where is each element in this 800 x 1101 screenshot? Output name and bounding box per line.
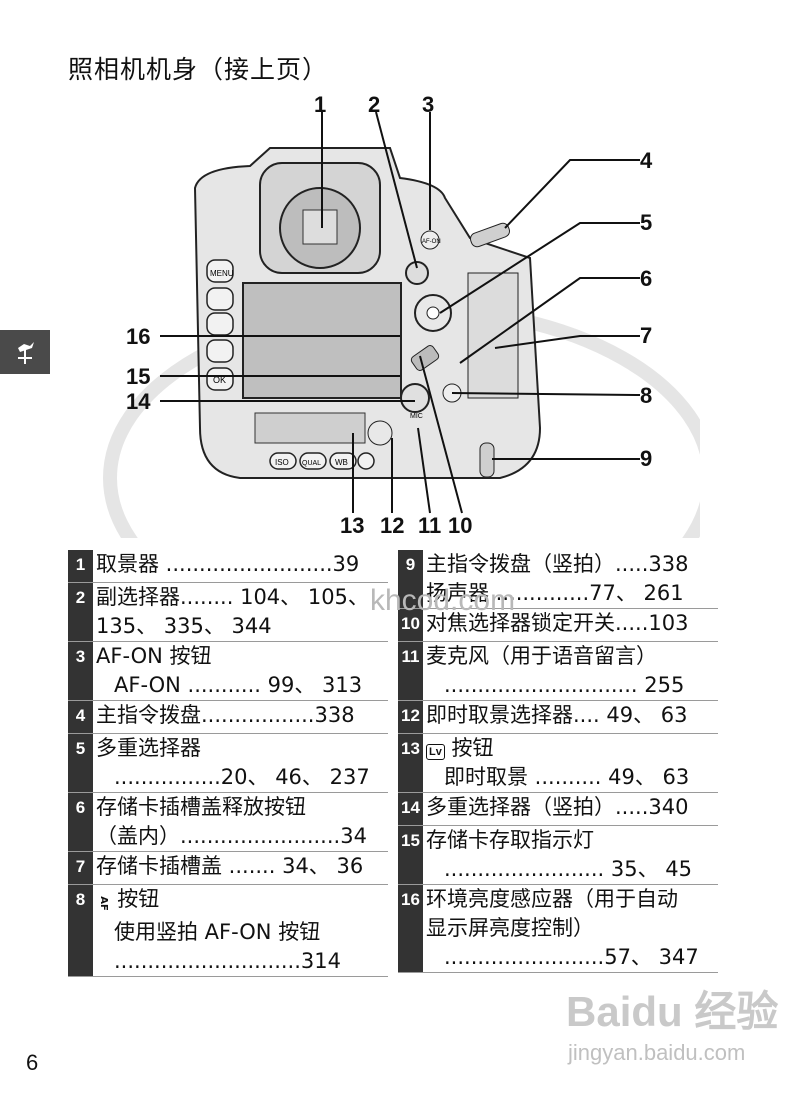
callout-10: 10 [448,513,473,538]
callout-4: 4 [640,148,653,173]
parts-list-right: 9 主指令拨盘（竖拍）.....338 扬声器 ..............77… [398,550,718,973]
entry-number: 13 [398,734,423,792]
camera-back-figure: MENU OK ISO QUAL WB AF-ON MIC [100,88,700,538]
callout-11: 11 [418,513,442,538]
entry-text: 使用竖拍 AF-ON 按钮 [114,920,321,944]
entry-number: 16 [398,885,423,972]
entry-number: 14 [398,793,423,825]
entry-text: AF 按钮 [96,885,388,918]
entry-number: 3 [68,642,93,700]
part-entry-6: 6 存储卡插槽盖释放按钮 （盖内）.......................… [68,793,388,852]
entry-number: 4 [68,701,93,733]
vertical-af-on-icon: AF [97,896,109,911]
weathervane-icon [18,342,34,364]
entry-number: 12 [398,701,423,733]
part-entry-8: 8 AF 按钮 使用竖拍 AF-ON 按钮 ..................… [68,885,388,977]
callout-5: 5 [640,210,653,235]
callout-15: 15 [126,364,151,389]
entry-number: 10 [398,609,423,641]
qual-button-label: QUAL [302,460,321,467]
callout-14: 14 [126,389,151,414]
entry-number: 8 [68,885,93,976]
part-entry-14: 14 多重选择器（竖拍）.....340 [398,793,718,826]
part-entry-9: 9 主指令拨盘（竖拍）.....338 扬声器 ..............77… [398,550,718,609]
parts-list-left: 1 取景器 .........................39 2 副选择器… [68,550,388,977]
callout-8: 8 [640,383,653,408]
entry-text: Lv 按钮 [426,734,718,763]
entry-text: ........................ 35、 45 [444,857,693,881]
entry-text: 环境亮度感应器（用于自动 [426,887,678,911]
entry-number: 2 [68,583,93,641]
part-entry-7: 7 存储卡插槽盖 ....... 34、 36 [68,852,388,885]
site-watermark: khcod.com [370,584,516,617]
entry-number: 11 [398,642,423,700]
entry-text: AF-ON 按钮 [96,644,212,668]
entry-text: 存储卡存取指示灯 [426,828,594,852]
entry-label: 按钮 [451,736,494,760]
mic-label: MIC [410,413,423,420]
entry-text: 取景器 .........................39 [96,552,360,576]
callout-16: 16 [126,324,151,349]
entry-text: 扬声器 ..............77、 261 [426,581,684,605]
entry-text: 存储卡插槽盖释放按钮 [96,795,306,819]
callout-6: 6 [640,266,653,291]
callout-7: 7 [640,323,653,348]
page-title: 照相机机身（接上页） [68,55,329,84]
baidu-jingyan-logo: Baidu 经验 [566,988,779,1035]
live-view-icon: Lv [426,744,445,760]
entry-text: 显示屏亮度控制） [426,916,594,940]
entry-number: 5 [68,734,93,792]
callout-1: 1 [314,92,327,117]
ok-button-label: OK [213,375,226,385]
part-entry-4: 4 主指令拨盘.................338 [68,701,388,734]
entry-text: 对焦选择器锁定开关.....103 [426,611,689,635]
entry-text: ........................57、 347 [444,945,699,969]
part-entry-2: 2 副选择器........ 104、 105、 135、 335、 344 [68,583,388,642]
part-entry-10: 10 对焦选择器锁定开关.....103 [398,609,718,642]
part-entry-12: 12 即时取景选择器.... 49、 63 [398,701,718,734]
part-entry-15: 15 存储卡存取指示灯 ........................ 35、… [398,826,718,885]
entry-text: 即时取景选择器.... 49、 63 [426,703,688,727]
entry-text: 即时取景 .......... 49、 63 [444,765,690,789]
part-entry-11: 11 麦克风（用于语音留言） .........................… [398,642,718,701]
entry-text: ................20、 46、 237 [114,765,370,789]
entry-text: 麦克风（用于语音留言） [426,644,657,668]
baidu-jingyan-url: jingyan.baidu.com [568,1040,746,1065]
callout-3: 3 [422,92,435,117]
entry-text: 副选择器........ 104、 105、 [96,585,369,609]
entry-text: 135、 335、 344 [96,614,272,638]
menu-button-label: MENU [210,269,234,278]
part-entry-13: 13 Lv 按钮 即时取景 .......... 49、 63 [398,734,718,793]
entry-number: 15 [398,826,423,884]
entry-number: 1 [68,550,93,582]
chapter-tab [0,330,50,374]
entry-text: ............................. 255 [444,673,685,697]
entry-text: AF-ON ........... 99、 313 [114,673,363,697]
page-number: 6 [26,1050,39,1075]
entry-label: 按钮 [117,887,160,911]
callout-2: 2 [368,92,381,117]
part-entry-3: 3 AF-ON 按钮 AF-ON ........... 99、 313 [68,642,388,701]
entry-text: （盖内）........................34 [96,824,367,848]
entry-text: ............................314 [114,949,341,973]
entry-text: 存储卡插槽盖 ....... 34、 36 [96,854,364,878]
part-entry-1: 1 取景器 .........................39 [68,550,388,583]
entry-text: 主指令拨盘（竖拍）.....338 [426,552,689,576]
entry-number: 6 [68,793,93,851]
callout-12: 12 [380,513,405,538]
af-on-button-label: AF-ON [422,239,441,245]
entry-text: 多重选择器 [96,736,201,760]
callout-9: 9 [640,446,653,471]
entry-text: 主指令拨盘.................338 [96,703,355,727]
iso-button-label: ISO [275,458,289,467]
callout-13: 13 [340,513,365,538]
part-entry-5: 5 多重选择器 ................20、 46、 237 [68,734,388,793]
entry-number: 9 [398,550,423,608]
entry-text: 多重选择器（竖拍）.....340 [426,795,689,819]
wb-button-label: WB [335,458,348,467]
part-entry-16: 16 环境亮度感应器（用于自动 显示屏亮度控制） ...............… [398,885,718,973]
entry-number: 7 [68,852,93,884]
